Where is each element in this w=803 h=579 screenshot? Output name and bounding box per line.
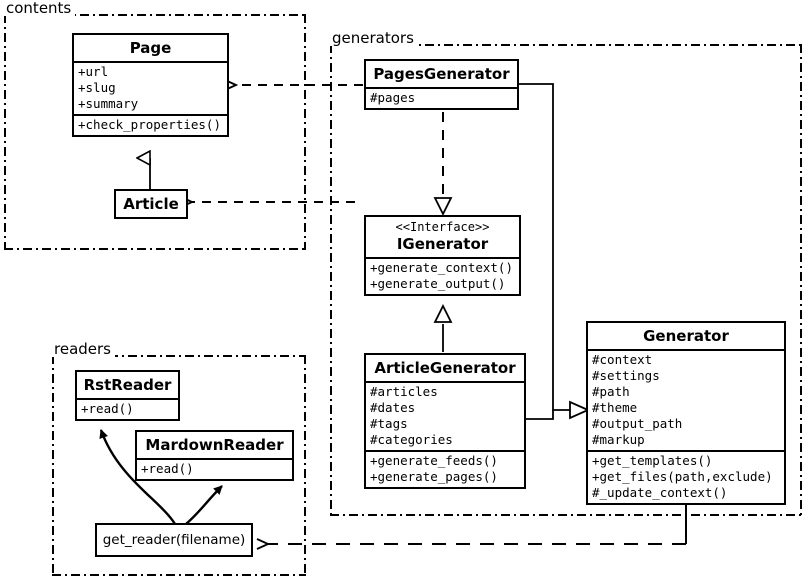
function-get-reader-label: get_reader(filename) [102, 532, 246, 548]
class-mardownreader-name: MardownReader [145, 436, 284, 454]
class-generator-methods: +get_templates() +get_files(path,exclude… [588, 452, 784, 503]
class-rstreader[interactable]: RstReader +read() [75, 370, 180, 421]
package-contents-label: contents [4, 0, 76, 16]
class-articlegenerator[interactable]: ArticleGenerator #articles #dates #tags … [364, 353, 526, 489]
class-page[interactable]: Page +url +slug +summary +check_properti… [72, 33, 229, 137]
class-generator[interactable]: Generator #context #settings #path #them… [586, 321, 786, 505]
method: +generate_feeds() [370, 453, 498, 468]
class-article[interactable]: Article [114, 189, 188, 219]
package-readers-label: readers [52, 341, 115, 357]
class-igenerator[interactable]: <<Interface>> IGenerator +generate_conte… [364, 215, 521, 296]
attribute: #categories [370, 432, 453, 447]
function-get-reader[interactable]: get_reader(filename) [95, 523, 253, 557]
method: +generate_output() [370, 276, 506, 291]
class-articlegenerator-name: ArticleGenerator [374, 359, 516, 377]
attribute: +slug [78, 80, 116, 95]
class-igenerator-stereotype: <<Interface>> [395, 220, 490, 234]
class-generator-attributes: #context #settings #path #theme #output_… [588, 351, 784, 450]
method: +read() [81, 401, 134, 416]
method: +generate_pages() [370, 469, 498, 484]
attribute: #settings [592, 368, 660, 383]
class-articlegenerator-methods: +generate_feeds() +generate_pages() [366, 452, 524, 487]
method: #_update_context() [592, 485, 728, 500]
class-igenerator-methods: +generate_context() +generate_output() [366, 259, 519, 294]
method: +get_templates() [592, 453, 713, 468]
class-rstreader-methods: +read() [77, 400, 178, 419]
attribute: #path [592, 384, 630, 399]
attribute: #pages [370, 90, 416, 105]
class-generator-name: Generator [643, 327, 729, 345]
class-article-name: Article [123, 195, 179, 213]
class-pagesgenerator[interactable]: PagesGenerator #pages [364, 59, 519, 110]
method: +check_properties() [78, 117, 221, 132]
class-pagesgenerator-attributes: #pages [366, 89, 517, 108]
attribute: #dates [370, 400, 416, 415]
class-rstreader-name: RstReader [83, 376, 172, 394]
class-pagesgenerator-name: PagesGenerator [373, 65, 510, 83]
package-generators-label: generators [330, 30, 418, 46]
class-mardownreader[interactable]: MardownReader +read() [135, 430, 294, 481]
attribute: #markup [592, 432, 645, 447]
attribute: +summary [78, 96, 139, 111]
attribute: #output_path [592, 416, 683, 431]
attribute: +url [78, 64, 109, 79]
attribute: #tags [370, 416, 408, 431]
attribute: #context [592, 352, 653, 367]
method: +get_files(path,exclude) [592, 469, 773, 484]
class-articlegenerator-attributes: #articles #dates #tags #categories [366, 383, 524, 450]
attribute: #theme [592, 400, 638, 415]
class-page-methods: +check_properties() [74, 116, 227, 135]
class-mardownreader-methods: +read() [137, 460, 292, 479]
method: +read() [141, 461, 194, 476]
class-page-attributes: +url +slug +summary [74, 63, 227, 114]
attribute: #articles [370, 384, 438, 399]
class-page-name: Page [129, 39, 172, 57]
class-igenerator-name: IGenerator [396, 235, 489, 253]
method: +generate_context() [370, 260, 513, 275]
